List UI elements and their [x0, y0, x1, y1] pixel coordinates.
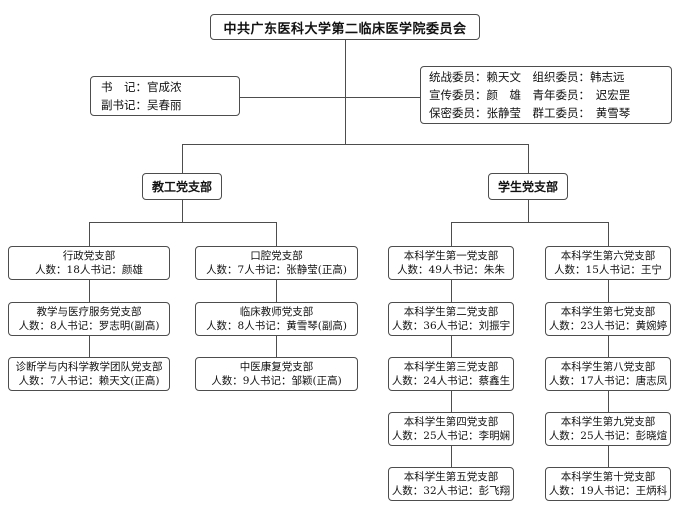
staff-branch-admin-box: 行政党支部 人数：18人书记：颜雄 — [8, 246, 170, 280]
committee-members-box: 统战委员：赖天文 组织委员：韩志远 宣传委员：颜 雄 青年委员： 迟宏罡 保密委… — [420, 66, 672, 124]
connector-line — [528, 200, 529, 222]
branch-info: 人数：8人书记：黄雪琴(副高) — [206, 320, 347, 332]
branch-name: 本科学生第三党支部 — [403, 361, 499, 373]
connector-line — [608, 222, 609, 246]
branch-info: 人数：15人书记：王宁 — [554, 264, 662, 276]
branch-info: 人数：17人书记：唐志凤 — [548, 375, 668, 387]
connector-line — [89, 222, 90, 246]
root-committee-box: 中共广东医科大学第二临床医学院委员会 — [210, 14, 480, 40]
branch-info: 人数：23人书记：黄婉婷 — [548, 320, 668, 332]
connector-line — [182, 144, 528, 145]
branch-name: 本科学生第五党支部 — [403, 471, 499, 483]
student-branch-10-box: 本科学生第十党支部 人数：19人书记：王炳科 — [545, 467, 671, 501]
branch-info: 人数：24人书记：蔡鑫生 — [391, 375, 511, 387]
staff-branch-stomatology-box: 口腔党支部 人数：7人书记：张静莹(正高) — [195, 246, 358, 280]
connector-line — [182, 144, 183, 173]
branch-name: 中医康复党支部 — [239, 361, 314, 373]
branch-name: 本科学生第九党支部 — [560, 416, 656, 428]
staff-branch-label: 教工党支部 — [151, 180, 212, 194]
committee-members-line: 宣传委员：颜 雄 青年委员： 迟宏罡 — [429, 88, 631, 102]
connector-line — [182, 200, 183, 222]
connector-line — [276, 222, 277, 246]
connector-line — [276, 336, 277, 357]
branch-name: 口腔党支部 — [250, 250, 303, 262]
staff-branch-teaching-medical-box: 教学与医疗服务党支部 人数：8人书记：罗志明(副高) — [8, 302, 170, 336]
branch-name: 行政党支部 — [62, 250, 116, 262]
connector-line — [89, 222, 276, 223]
staff-branch-header: 教工党支部 — [142, 173, 222, 200]
branch-info: 人数：18人书记：颜雄 — [35, 264, 143, 276]
connector-line — [608, 280, 609, 302]
connector-line — [608, 391, 609, 412]
student-branch-5-box: 本科学生第五党支部 人数：32人书记：彭飞翔 — [388, 467, 514, 501]
branch-info: 人数：19人书记：王炳科 — [548, 485, 668, 497]
connector-line — [451, 446, 452, 467]
connector-line — [608, 446, 609, 467]
staff-branch-diagnostics-box: 诊断学与内科学教学团队党支部 人数：7人书记：赖天文(正高) — [8, 357, 170, 391]
connector-line — [89, 336, 90, 357]
branch-name: 诊断学与内科学教学团队党支部 — [15, 361, 163, 373]
student-branch-3-box: 本科学生第三党支部 人数：24人书记：蔡鑫生 — [388, 357, 514, 391]
branch-name: 本科学生第八党支部 — [560, 361, 656, 373]
branch-name: 教学与医疗服务党支部 — [36, 306, 142, 318]
branch-name: 本科学生第四党支部 — [403, 416, 499, 428]
branch-name: 本科学生第一党支部 — [403, 250, 499, 262]
connector-line — [345, 40, 346, 144]
branch-info: 人数：25人书记：李明娴 — [391, 430, 511, 442]
branch-name: 临床教师党支部 — [239, 306, 314, 318]
staff-branch-clinical-teachers-box: 临床教师党支部 人数：8人书记：黄雪琴(副高) — [195, 302, 358, 336]
deputy-secretary-line: 副书记：吴春丽 — [101, 98, 182, 112]
student-branch-label: 学生党支部 — [497, 180, 558, 194]
connector-line — [451, 391, 452, 412]
student-branch-6-box: 本科学生第六党支部 人数：15人书记：王宁 — [545, 246, 671, 280]
branch-name: 本科学生第六党支部 — [560, 250, 656, 262]
branch-info: 人数：36人书记：刘振宇 — [391, 320, 511, 332]
branch-name: 本科学生第二党支部 — [403, 306, 499, 318]
connector-line — [451, 336, 452, 357]
student-branch-1-box: 本科学生第一党支部 人数：49人书记：朱朱 — [388, 246, 514, 280]
connector-line — [89, 280, 90, 302]
committee-members-line: 统战委员：赖天文 组织委员：韩志远 — [429, 70, 625, 84]
student-branch-2-box: 本科学生第二党支部 人数：36人书记：刘振宇 — [388, 302, 514, 336]
secretary-box: 书 记：官成浓 副书记：吴春丽 — [90, 76, 240, 116]
connector-line — [276, 280, 277, 302]
branch-name: 本科学生第七党支部 — [560, 306, 656, 318]
student-branch-7-box: 本科学生第七党支部 人数：23人书记：黄婉婷 — [545, 302, 671, 336]
branch-info: 人数：49人书记：朱朱 — [397, 264, 505, 276]
connector-line — [608, 336, 609, 357]
committee-members-line: 保密委员：张静莹 群工委员： 黄雪琴 — [429, 106, 631, 120]
connector-line — [528, 144, 529, 173]
branch-info: 人数：25人书记：彭晓煊 — [548, 430, 668, 442]
connector-line — [451, 222, 608, 223]
branch-info: 人数：9人书记：邹颖(正高) — [211, 375, 342, 387]
student-branch-header: 学生党支部 — [488, 173, 568, 200]
secretary-line: 书 记：官成浓 — [101, 80, 182, 94]
student-branch-8-box: 本科学生第八党支部 人数：17人书记：唐志凤 — [545, 357, 671, 391]
root-committee-title: 中共广东医科大学第二临床医学院委员会 — [223, 21, 467, 37]
connector-line — [451, 280, 452, 302]
branch-name: 本科学生第十党支部 — [560, 471, 656, 483]
student-branch-9-box: 本科学生第九党支部 人数：25人书记：彭晓煊 — [545, 412, 671, 446]
student-branch-4-box: 本科学生第四党支部 人数：25人书记：李明娴 — [388, 412, 514, 446]
connector-line — [240, 97, 420, 98]
branch-info: 人数：8人书记：罗志明(副高) — [18, 320, 160, 332]
staff-branch-tcm-rehab-box: 中医康复党支部 人数：9人书记：邹颖(正高) — [195, 357, 358, 391]
branch-info: 人数：7人书记：张静莹(正高) — [206, 264, 347, 276]
branch-info: 人数：32人书记：彭飞翔 — [391, 485, 511, 497]
connector-line — [451, 222, 452, 246]
branch-info: 人数：7人书记：赖天文(正高) — [18, 375, 160, 387]
